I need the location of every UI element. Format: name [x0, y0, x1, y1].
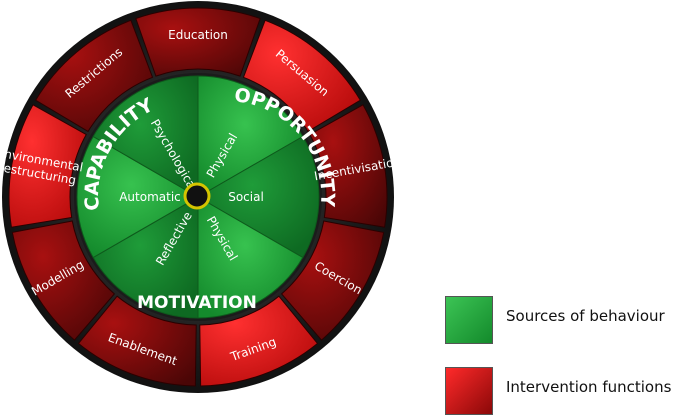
intervention-segment-training — [199, 295, 319, 387]
intervention-segment-incentivisation — [309, 104, 388, 228]
intervention-segment-education — [135, 7, 261, 77]
legend-label-interventions: Intervention functions — [506, 378, 672, 396]
intervention-segment-restrictions — [34, 19, 154, 133]
intervention-segment-modelling — [11, 220, 116, 341]
hub — [183, 182, 211, 210]
behaviour-change-wheel: EducationPersuasionIncentivisationCoerci… — [2, 1, 394, 393]
intervention-segment-environmental-restructuring — [8, 104, 87, 228]
group-label-motivation: MOTIVATION — [137, 293, 257, 313]
legend-label-sources: Sources of behaviour — [506, 307, 665, 325]
legend-swatch-interventions — [445, 367, 493, 415]
intervention-segment-enablement — [77, 295, 197, 387]
source-label-opportunity-social: Social — [228, 190, 264, 204]
intervention-segment-coercion — [280, 220, 385, 341]
legend-swatch-sources — [445, 296, 493, 344]
source-segment-capability-psychological — [92, 75, 199, 198]
source-label-motivation-automatic: Automatic — [119, 190, 181, 204]
intervention-segment-persuasion — [242, 19, 362, 133]
intervention-label-education: Education — [168, 28, 228, 42]
